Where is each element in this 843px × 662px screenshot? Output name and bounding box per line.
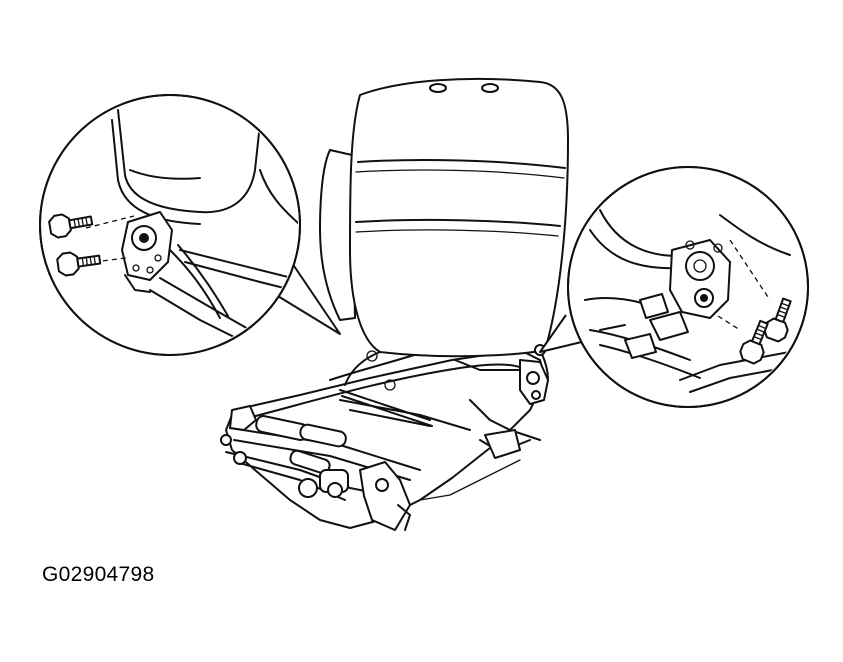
seat-back <box>319 77 569 386</box>
bolt-icon <box>56 251 102 277</box>
left-hinge-detail <box>39 94 341 356</box>
bolt-icon <box>739 319 769 365</box>
figure-code: G02904798 <box>42 563 155 586</box>
bolt-icon <box>48 213 94 239</box>
seat-frame <box>220 349 549 531</box>
right-hinge-detail <box>539 166 809 408</box>
